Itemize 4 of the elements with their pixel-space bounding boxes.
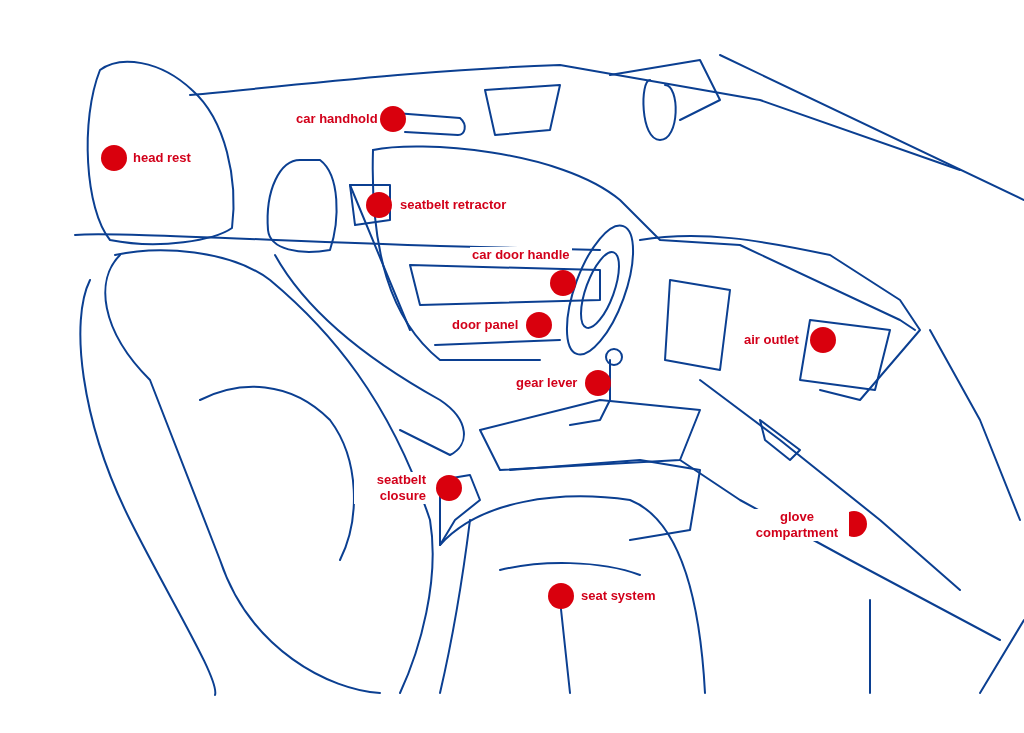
callout-label: door panel: [450, 317, 521, 333]
callout-label: gear lever: [514, 375, 580, 391]
callout-label: seat system: [579, 588, 658, 604]
callout-label: seatbelt closure: [354, 472, 428, 504]
